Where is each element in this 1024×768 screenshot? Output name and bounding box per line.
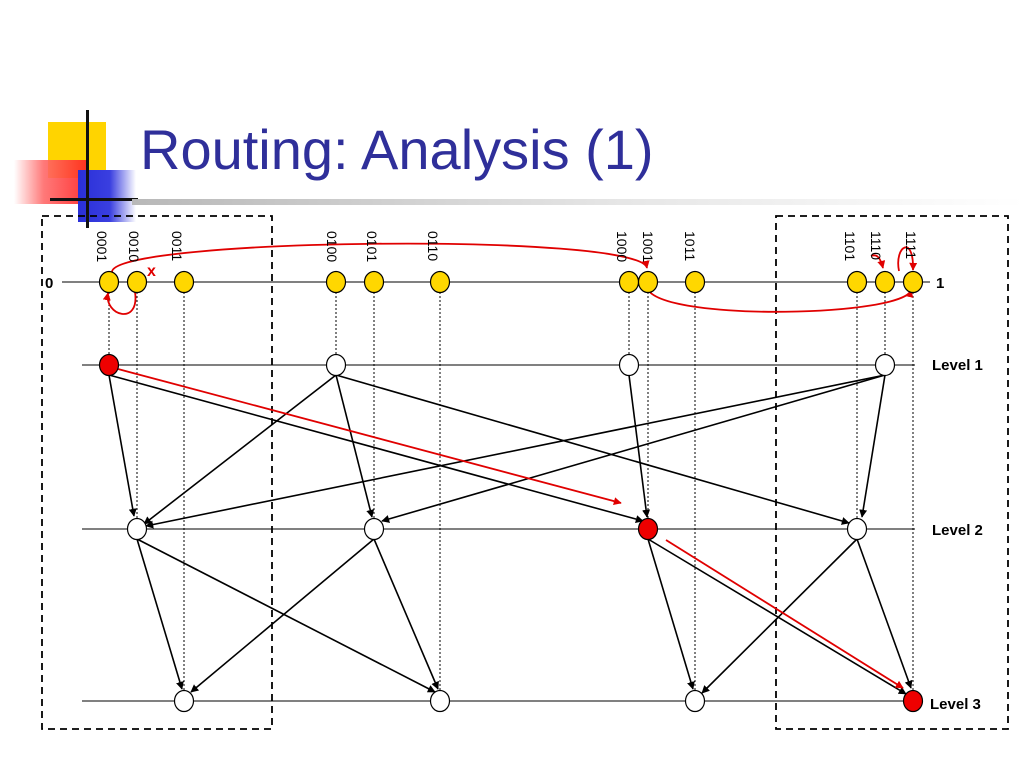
overlay-node [325,353,347,377]
overlay-node [173,689,195,713]
peer-id-label: 1111 [903,231,919,259]
peer-node [325,270,347,294]
peer-node [363,270,385,294]
peer-id-label: 0110 [425,231,441,261]
range-end-label: 1 [936,275,944,292]
peer-node [874,270,896,294]
route-arc-bottom [647,289,914,313]
overlay-node [363,517,385,541]
route-level1-to-level2 [117,368,622,506]
peer-node [637,270,659,294]
failed-link-mark: x [147,263,156,280]
route-loop-right [897,246,918,272]
overlay-node [618,353,640,377]
overlay-node [126,517,148,541]
overlay-node [874,353,896,377]
overlay-node-highlighted [98,353,120,377]
route-loop-left [102,291,137,315]
overlay-node [684,689,706,713]
peer-node [173,270,195,294]
peer-id-label: 0100 [324,231,340,262]
peer-id-label: 0010 [126,231,142,262]
peer-node [902,270,924,294]
range-start-label: 0 [45,275,53,292]
peer-id-label: 1101 [842,231,858,261]
projection-lines [108,292,914,691]
highlighted-route [102,242,918,689]
peer-id-label: 0001 [94,231,110,262]
peer-nodes [98,270,924,294]
peer-id-label: 1011 [682,231,698,261]
overlay-node [429,689,451,713]
peer-id-label: 1110 [868,231,884,260]
right-group-box [775,215,1009,730]
peer-id-label: 0101 [364,231,380,262]
overlay-node [846,517,868,541]
title-underline [132,199,1024,205]
level-3-nodes [173,689,924,713]
peer-id-label: 1001 [640,231,656,262]
level-1-label: Level 1 [932,357,983,374]
route-level2-to-level3 [665,539,904,689]
overlay-edges [108,374,913,695]
peer-node [618,270,640,294]
overlay-node-highlighted [902,689,924,713]
peer-node [429,270,451,294]
level-2-nodes [126,517,868,541]
route-arc-top [111,242,650,273]
level-1-nodes [98,353,896,377]
left-group-box [41,215,273,730]
peer-node [98,270,120,294]
peer-node [846,270,868,294]
decor-horizontal-line [50,198,138,201]
peer-id-labels: 0001 0010 0011 0100 0101 0110 1000 1001 … [94,231,919,262]
level-2-label: Level 2 [932,522,983,539]
peer-id-label: 0011 [169,231,185,261]
level-3-label: Level 3 [930,696,981,713]
peer-node [684,270,706,294]
route-hop-1110 [870,254,886,269]
overlay-node-highlighted [637,517,659,541]
slide-title: Routing: Analysis (1) [140,118,654,181]
peer-id-label: 1000 [614,231,630,262]
decor-vertical-line [86,110,89,228]
peer-node [126,270,148,294]
decor-red-square [14,160,88,204]
